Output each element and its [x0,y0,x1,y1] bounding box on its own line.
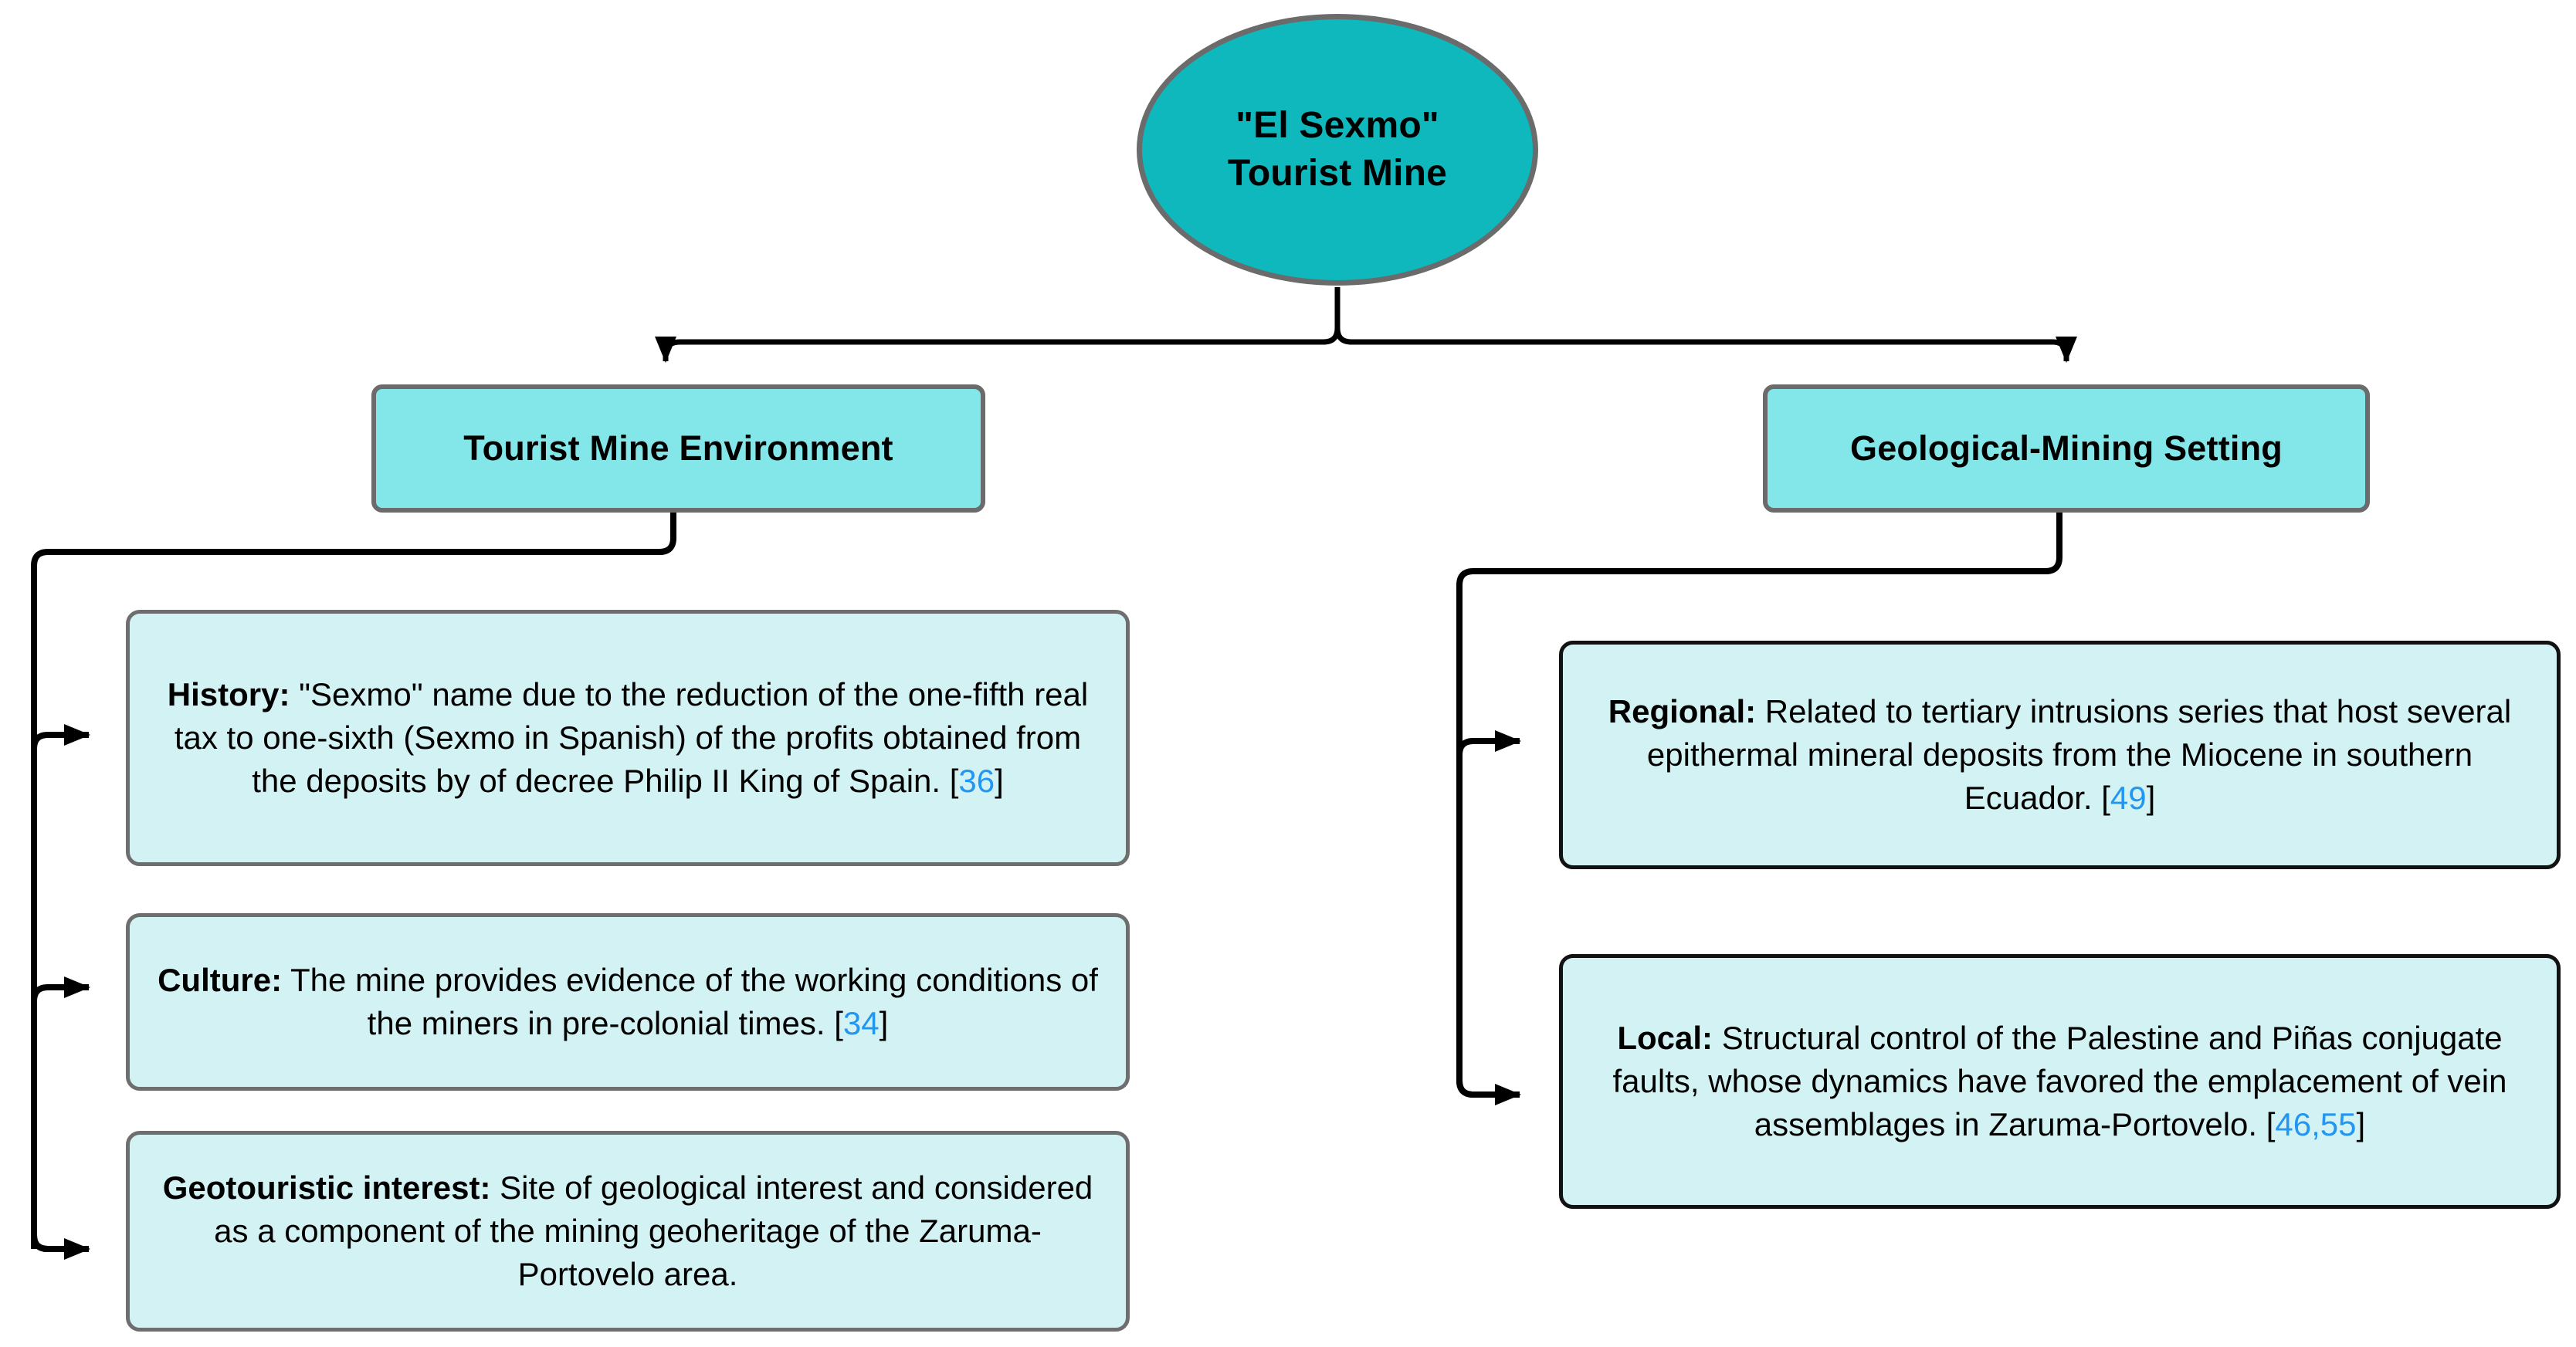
edge-left-branch-2 [31,976,90,1002]
category-label: Geological-Mining Setting [1850,428,2283,468]
edge-left-branch-1 [31,724,90,1249]
leaf-text: Regional: Related to tertiary intrusions… [1586,690,2534,820]
leaf-body: Structural control of the Palestine and … [1612,1020,2507,1142]
leaf-body: "Sexmo" name due to the reduction of the… [174,676,1089,799]
root-node[interactable]: "El Sexmo" Tourist Mine [1137,14,1538,286]
edge-right-branch-1 [1456,730,1521,756]
edge-left-branch-3 [31,1234,90,1260]
edge-right-branch-2 [1456,1080,1521,1105]
root-node-label-line1: "El Sexmo" [1235,104,1439,146]
leaf-label: Geotouristic interest: [162,1169,491,1207]
leaf-body: Related to tertiary intrusions series th… [1646,693,2512,816]
edge-root-split [655,287,1341,363]
leaf-label: Culture: [158,962,283,999]
leaf-body-end: ] [995,762,1004,799]
category-node-tourist-mine-environment[interactable]: Tourist Mine Environment [371,384,985,513]
leaf-text: Local: Structural control of the Palesti… [1586,1017,2534,1146]
leaf-label: Local: [1617,1020,1713,1057]
leaf-node-history[interactable]: History: "Sexmo" name due to the reducti… [126,610,1130,866]
citation-ref[interactable]: 49 [2110,779,2147,816]
category-label: Tourist Mine Environment [463,428,893,468]
leaf-text: Geotouristic interest: Site of geologica… [153,1166,1103,1296]
root-node-label-line2: Tourist Mine [1227,153,1448,194]
leaf-text: History: "Sexmo" name due to the reducti… [153,673,1103,803]
leaf-node-geotouristic-interest[interactable]: Geotouristic interest: Site of geologica… [126,1131,1130,1332]
leaf-text: Culture: The mine provides evidence of t… [153,959,1103,1045]
leaf-body-end: ] [2146,779,2156,816]
leaf-body-end: ] [879,1005,889,1041]
leaf-node-regional[interactable]: Regional: Related to tertiary intrusions… [1559,641,2561,869]
leaf-label: Regional: [1608,693,1757,730]
leaf-node-local[interactable]: Local: Structural control of the Palesti… [1559,954,2561,1209]
leaf-body: The mine provides evidence of the workin… [282,962,1098,1041]
leaf-node-culture[interactable]: Culture: The mine provides evidence of t… [126,913,1130,1091]
leaf-body: Site of geological interest and consider… [214,1169,1093,1292]
root-node-label: "El Sexmo" Tourist Mine [1228,102,1447,198]
category-node-geological-mining-setting[interactable]: Geological-Mining Setting [1763,384,2370,513]
leaf-label: History: [167,676,290,713]
edge-root-split-right [1334,287,2077,363]
leaf-body-end: ] [2356,1105,2366,1142]
citation-ref[interactable]: 36 [958,762,995,799]
citation-ref[interactable]: 46,55 [2275,1105,2357,1142]
citation-ref[interactable]: 34 [842,1005,880,1041]
